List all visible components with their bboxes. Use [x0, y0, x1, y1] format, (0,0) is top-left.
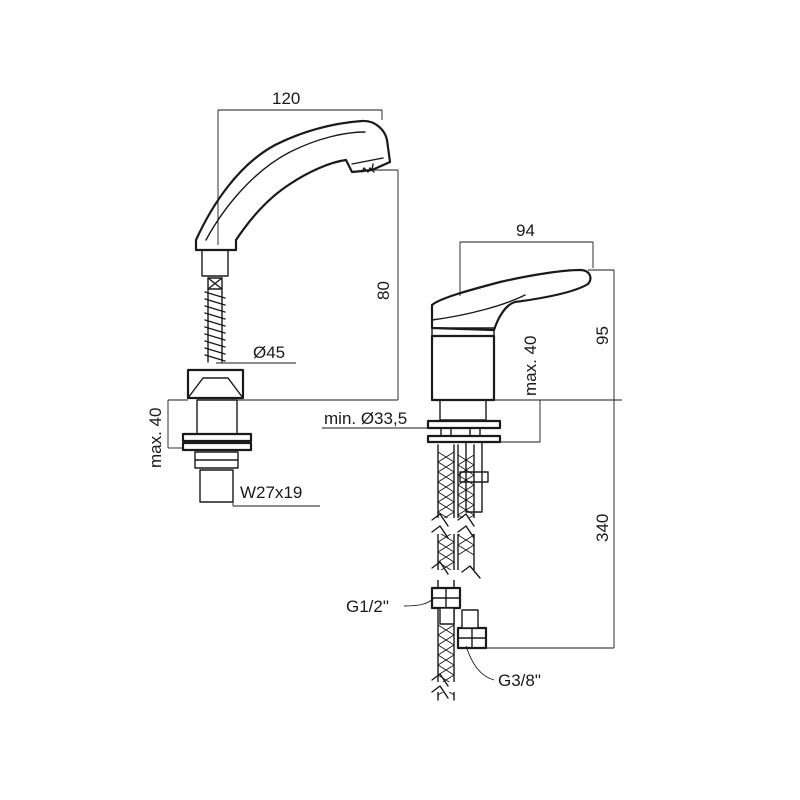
dim-thread: W27x19	[240, 483, 302, 502]
base-nut-bevel	[187, 377, 244, 399]
dim-total-height: 95	[593, 326, 612, 345]
dim-max-40-right: max. 40	[521, 336, 540, 396]
mixer-washer	[426, 419, 502, 430]
g12-ferrule	[439, 607, 455, 625]
spout-neck	[201, 249, 229, 277]
threaded-stem	[204, 291, 226, 362]
mixer-plate	[426, 434, 502, 444]
right-dimensions: 94 95 340 max. 40 min. Ø33,5 G1/2" G3/8"	[322, 221, 622, 690]
spout-inner-edge	[205, 131, 366, 241]
washer-bottom	[181, 441, 253, 452]
mixer-assembly	[426, 268, 592, 701]
dim-hose-length: 340	[593, 514, 612, 542]
tail-pipe	[199, 469, 234, 503]
dim-max-40-left: max. 40	[146, 408, 165, 468]
dim-base-diameter: Ø45	[253, 343, 285, 362]
stud-right	[469, 427, 481, 437]
spout-outlet-tip	[361, 167, 375, 173]
dim-spout-height: 80	[374, 281, 393, 300]
spout-body	[194, 119, 392, 252]
left-dimensions: 120 80 Ø45 max. 40 W27x19	[146, 89, 399, 507]
shank	[196, 399, 238, 435]
break-mark-upper-right	[457, 513, 475, 539]
g38-ferrule	[461, 609, 479, 629]
break-mark-middle	[431, 561, 481, 579]
spout-assembly	[181, 119, 392, 503]
label-g38: G3/8"	[498, 671, 541, 690]
lever-edge	[431, 294, 526, 321]
g38-nut-lines	[457, 627, 487, 649]
label-g12: G1/2"	[346, 597, 389, 616]
dim-min-hole: min. Ø33,5	[324, 409, 407, 428]
break-mark-lower	[431, 673, 449, 699]
mixer-body	[430, 334, 496, 402]
cross-marker-box	[207, 277, 223, 290]
g12-nut-lines	[431, 587, 461, 609]
dim-spout-reach: 120	[272, 89, 300, 108]
base-nut	[186, 368, 245, 400]
washer-top	[181, 432, 253, 443]
mixer-shank	[439, 399, 487, 421]
lever-handle	[430, 268, 592, 332]
dim-lever-length: 94	[516, 221, 535, 240]
stud-left	[440, 427, 452, 437]
break-mark-upper	[431, 513, 449, 539]
stem-core	[207, 289, 223, 363]
cross-marker-icon	[207, 277, 223, 290]
